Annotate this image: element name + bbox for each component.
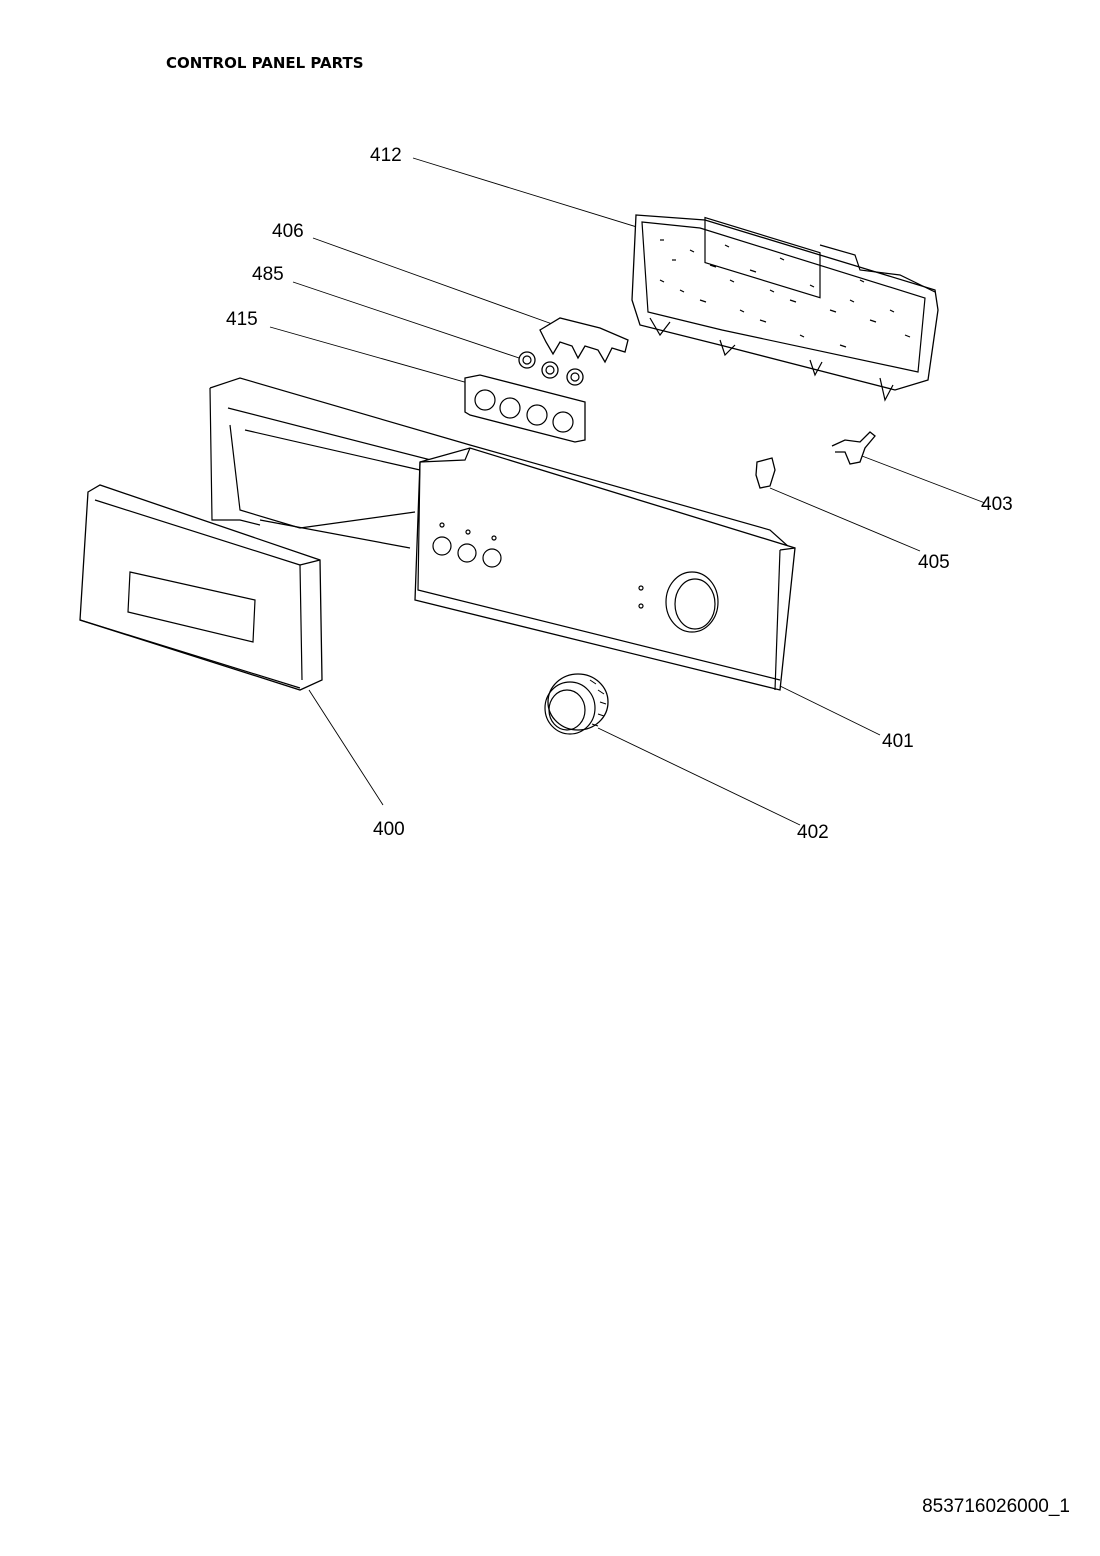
part-label-401: 401 <box>882 731 914 752</box>
part-label-412: 412 <box>370 145 402 166</box>
leader-lines <box>269 157 986 826</box>
part-label-415: 415 <box>226 309 258 330</box>
part-401-control-panel <box>414 447 796 691</box>
part-403-fitting <box>831 431 876 465</box>
part-label-400: 400 <box>373 819 405 840</box>
leader-line-412 <box>412 157 641 229</box>
leader-line-485 <box>292 281 526 361</box>
part-label-403: 403 <box>981 494 1013 515</box>
leader-line-415 <box>269 326 476 386</box>
leader-line-402 <box>597 727 801 826</box>
part-label-406: 406 <box>272 221 304 242</box>
leader-line-406 <box>312 237 556 326</box>
part-406-light-guide <box>539 317 629 364</box>
part-415-button-holder <box>464 374 586 443</box>
page-title: CONTROL PANEL PARTS <box>166 54 364 72</box>
leader-line-405 <box>769 487 921 552</box>
leader-line-400 <box>308 689 384 806</box>
document-id: 853716026000_1 <box>922 1496 1070 1517</box>
leader-line-403 <box>861 455 986 504</box>
part-label-485: 485 <box>252 264 284 285</box>
part-label-405: 405 <box>918 552 950 573</box>
part-label-402: 402 <box>797 822 829 843</box>
part-405-bracket <box>755 457 776 489</box>
part-402-program-knob <box>544 673 609 735</box>
part-400-drawer-handle <box>79 484 323 691</box>
part-485-buttons <box>518 351 584 386</box>
leader-line-401 <box>777 684 881 736</box>
part-412-electronic-board <box>631 214 939 402</box>
